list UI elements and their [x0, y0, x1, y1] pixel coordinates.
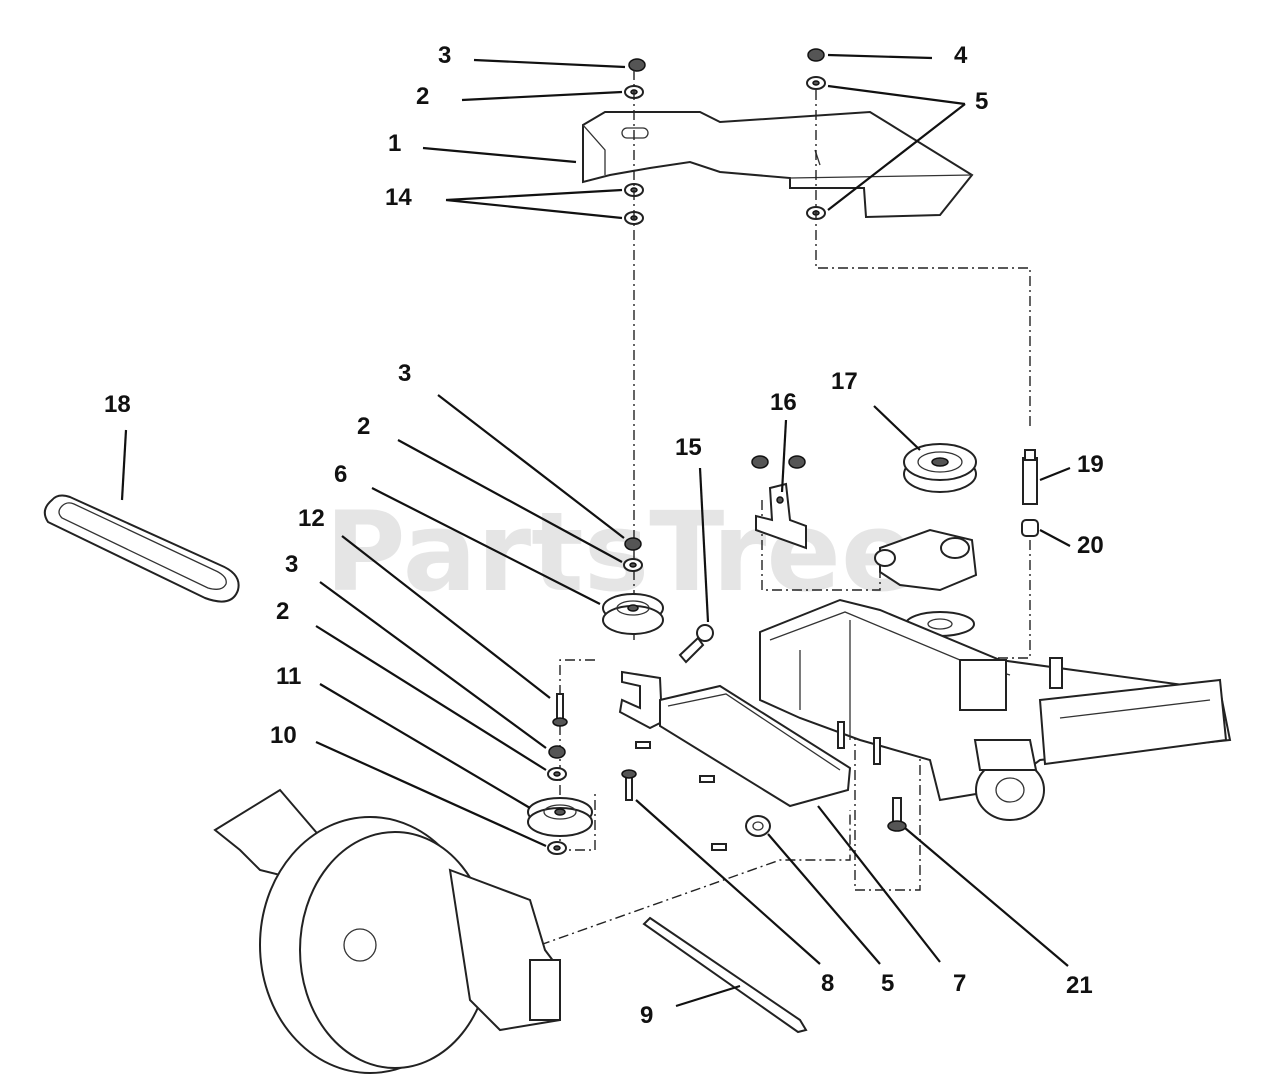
- nut-3-mid[interactable]: [624, 537, 642, 551]
- bolt-8[interactable]: [621, 769, 637, 801]
- callout-1: 1: [388, 130, 577, 164]
- bracket-16[interactable]: [755, 482, 807, 550]
- svg-text:9: 9: [640, 1002, 653, 1029]
- callout-3-mid: 3: [398, 360, 625, 539]
- callout-11: 11: [276, 663, 531, 809]
- svg-text:14: 14: [385, 184, 412, 211]
- callout-2-mid: 2: [357, 413, 623, 563]
- svg-text:4: 4: [954, 42, 968, 69]
- v-belt[interactable]: [43, 494, 240, 603]
- assembly-line-bottom: [539, 810, 851, 946]
- belt-guard-cover[interactable]: [582, 110, 974, 219]
- svg-text:3: 3: [438, 42, 451, 69]
- svg-text:19: 19: [1077, 451, 1104, 478]
- nut-3-top[interactable]: [628, 58, 646, 72]
- frame-bolts: [837, 657, 1063, 765]
- washer-2-mid[interactable]: [623, 558, 643, 572]
- callout-12: 12: [298, 505, 551, 699]
- svg-text:18: 18: [104, 391, 131, 418]
- small-bolts: [699, 775, 727, 851]
- svg-text:16: 16: [770, 389, 797, 416]
- callout-10: 10: [270, 722, 547, 848]
- callout-20: 20: [1039, 529, 1104, 559]
- assembly-line-16: [761, 500, 881, 591]
- idler-pulley-11[interactable]: [527, 797, 593, 837]
- callout-17: 17: [831, 368, 921, 451]
- callout-6: 6: [334, 461, 601, 605]
- caster-wheel: [973, 739, 1045, 821]
- drive-pulley-17[interactable]: [903, 443, 977, 493]
- callout-5-top: 5: [827, 84, 988, 211]
- svg-text:5: 5: [975, 88, 988, 115]
- bushing-20[interactable]: [1021, 519, 1039, 537]
- callout-14: 14: [385, 184, 623, 220]
- idler-pulley-6[interactable]: [602, 593, 664, 635]
- svg-text:21: 21: [1066, 972, 1093, 999]
- nut-16-b[interactable]: [788, 455, 806, 469]
- callout-8: 8: [635, 799, 834, 997]
- spacer-10[interactable]: [547, 841, 567, 855]
- nut-3-low[interactable]: [548, 745, 566, 759]
- svg-text:5: 5: [881, 970, 894, 997]
- rod-9[interactable]: [642, 916, 808, 1034]
- pivot-pin-19[interactable]: [1022, 449, 1038, 505]
- svg-text:8: 8: [821, 970, 834, 997]
- nut-4-top[interactable]: [807, 48, 825, 62]
- svg-text:15: 15: [675, 434, 702, 461]
- callout-5-low: 5: [767, 833, 894, 997]
- svg-text:2: 2: [276, 598, 289, 625]
- callout-3-low: 3: [285, 551, 547, 749]
- callout-7: 7: [817, 805, 966, 997]
- svg-text:20: 20: [1077, 532, 1104, 559]
- callout-2-top: 2: [416, 83, 623, 110]
- callout-9: 9: [640, 984, 741, 1029]
- svg-text:1: 1: [388, 130, 401, 157]
- assembly-line-right: [815, 90, 1031, 430]
- callout-21: 21: [904, 827, 1093, 999]
- assembly-line-21: [854, 690, 921, 891]
- svg-text:3: 3: [285, 551, 298, 578]
- washer-2-low[interactable]: [547, 767, 567, 781]
- engine: [213, 788, 561, 1074]
- nut-16-a[interactable]: [751, 455, 769, 469]
- callout-19: 19: [1039, 451, 1104, 482]
- svg-text:2: 2: [357, 413, 370, 440]
- callout-4: 4: [827, 42, 968, 69]
- bolt-21[interactable]: [887, 797, 907, 832]
- svg-text:2: 2: [416, 83, 429, 110]
- callout-18: 18: [104, 391, 131, 501]
- callout-16: 16: [770, 389, 797, 493]
- svg-text:10: 10: [270, 722, 297, 749]
- callout-15: 15: [675, 434, 710, 623]
- callout-2-low: 2: [276, 598, 547, 771]
- washer-5-low[interactable]: [745, 815, 771, 837]
- svg-text:3: 3: [398, 360, 411, 387]
- svg-text:11: 11: [276, 663, 301, 690]
- stud-15[interactable]: [678, 624, 714, 664]
- washer-5-top[interactable]: [806, 76, 826, 90]
- gearbox[interactable]: [874, 528, 978, 637]
- svg-text:6: 6: [334, 461, 347, 488]
- svg-text:17: 17: [831, 368, 858, 395]
- svg-text:12: 12: [298, 505, 325, 532]
- bolt-upper-8[interactable]: [635, 741, 651, 749]
- callout-3-top: 3: [438, 42, 626, 69]
- bolt-12[interactable]: [552, 693, 568, 727]
- idler-bracket[interactable]: [618, 670, 852, 808]
- svg-text:7: 7: [953, 970, 966, 997]
